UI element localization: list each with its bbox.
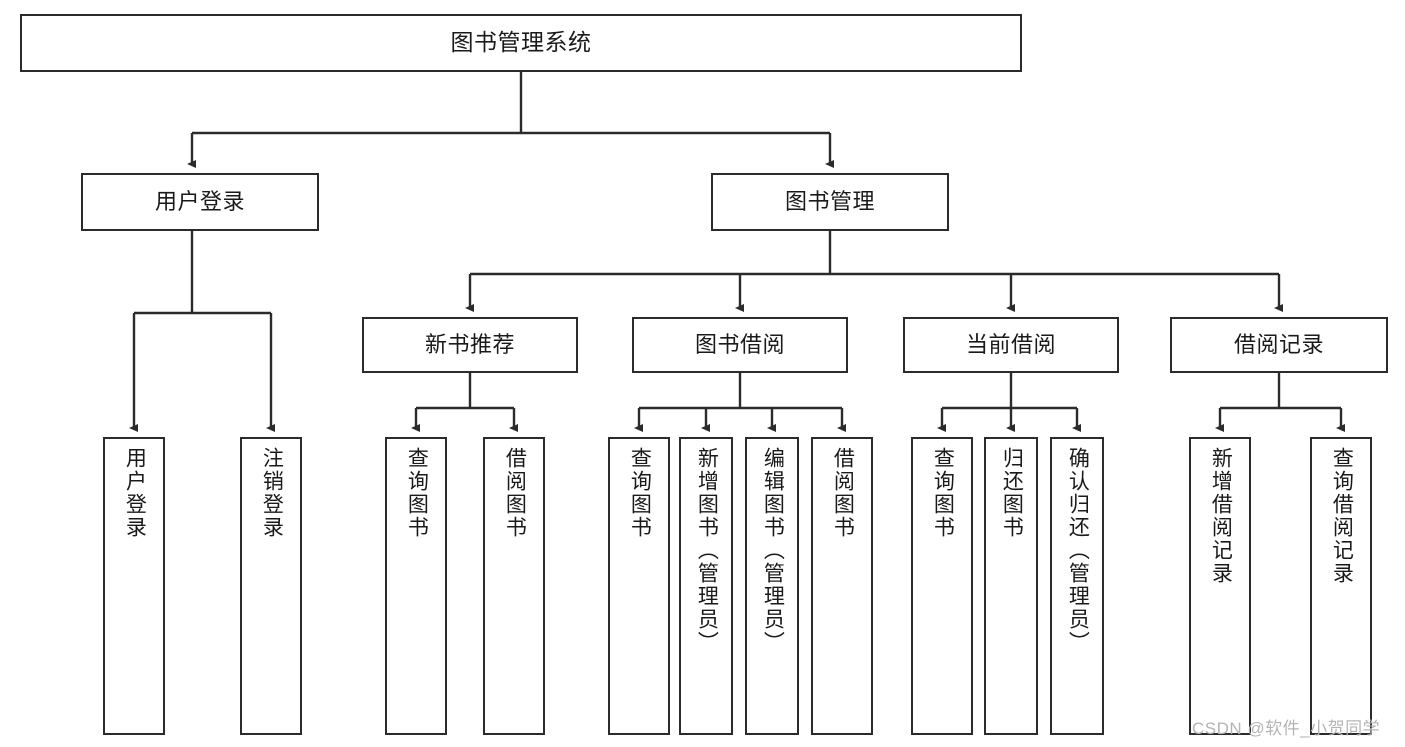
node-label: 注销登录 (260, 447, 284, 539)
node-label: 查询图书 (931, 447, 955, 539)
node-label: 用户登录 (123, 447, 147, 539)
leaf-user-login[interactable]: 用户登录 (103, 437, 165, 735)
node-book-management[interactable]: 图书管理 (711, 173, 949, 231)
node-book-management-system[interactable]: 图书管理系统 (20, 14, 1022, 72)
node-label: 查询图书 (405, 447, 429, 539)
node-label: 图书借阅 (694, 331, 785, 357)
node-label: 新增图书（管理员） (695, 447, 719, 654)
leaf-query-book-3[interactable]: 查询图书 (911, 437, 973, 735)
leaf-logout[interactable]: 注销登录 (240, 437, 302, 735)
node-label: 新书推荐 (424, 331, 515, 357)
leaf-add-borrowing-record[interactable]: 新增借阅记录 (1189, 437, 1251, 735)
node-borrowing-records[interactable]: 借阅记录 (1170, 317, 1388, 373)
leaf-query-book-2[interactable]: 查询图书 (608, 437, 670, 735)
node-label: 新增借阅记录 (1209, 447, 1233, 585)
node-label: 当前借阅 (965, 331, 1056, 357)
node-label: 确认归还（管理员） (1066, 447, 1090, 654)
leaf-query-borrowing-record[interactable]: 查询借阅记录 (1310, 437, 1372, 735)
leaf-query-book-1[interactable]: 查询图书 (385, 437, 447, 735)
node-label: 查询借阅记录 (1330, 447, 1354, 585)
node-label: 查询图书 (628, 447, 652, 539)
node-book-borrowing[interactable]: 图书借阅 (632, 317, 848, 373)
leaf-edit-book-admin[interactable]: 编辑图书（管理员） (745, 437, 799, 735)
node-label: 图书管理系统 (450, 29, 592, 56)
node-new-book-recommendation[interactable]: 新书推荐 (362, 317, 578, 373)
leaf-confirm-return-admin[interactable]: 确认归还（管理员） (1050, 437, 1104, 735)
node-label: 归还图书 (1000, 447, 1024, 539)
node-label: 用户登录 (154, 188, 245, 214)
node-label: 借阅图书 (831, 447, 855, 539)
node-label: 借阅图书 (503, 447, 527, 539)
leaf-return-book[interactable]: 归还图书 (984, 437, 1038, 735)
node-label: 借阅记录 (1233, 331, 1324, 357)
node-label: 编辑图书（管理员） (761, 447, 785, 654)
node-user-login[interactable]: 用户登录 (81, 173, 319, 231)
leaf-borrow-book-1[interactable]: 借阅图书 (483, 437, 545, 735)
leaf-borrow-book-2[interactable]: 借阅图书 (811, 437, 873, 735)
node-current-borrowing[interactable]: 当前借阅 (903, 317, 1119, 373)
node-label: 图书管理 (784, 188, 875, 214)
leaf-add-book-admin[interactable]: 新增图书（管理员） (679, 437, 733, 735)
